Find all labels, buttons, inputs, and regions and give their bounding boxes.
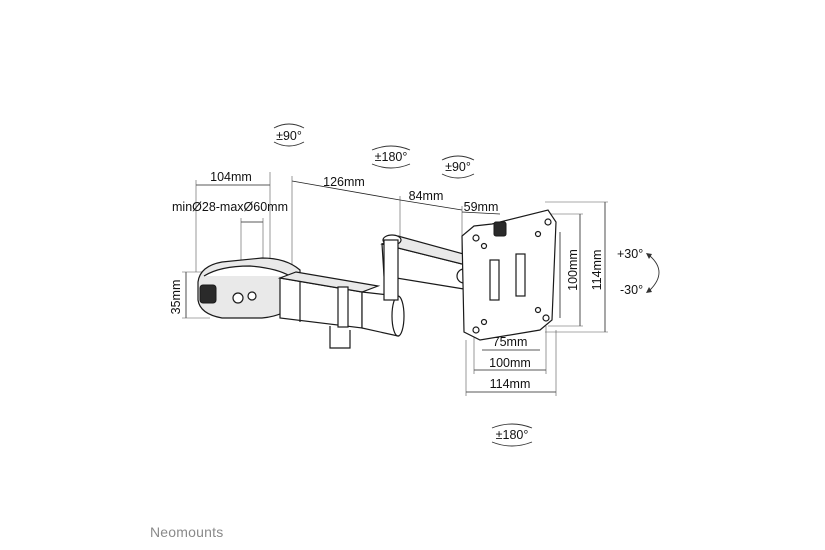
cable-clip <box>329 326 351 349</box>
pole-clamp <box>197 257 301 319</box>
clamp-range-label: minØ28-maxØ60mm <box>172 200 288 214</box>
rotation-arc-icon <box>371 145 411 151</box>
tilt-down-label: -30° <box>620 283 643 297</box>
tilt-arc-icon <box>649 255 660 291</box>
head-swivel-label: ±90° <box>445 160 471 174</box>
arm-segment-label: 84mm <box>409 189 444 203</box>
plate-114-w-label: 114mm <box>490 377 531 391</box>
arm2-pivot <box>383 239 399 301</box>
vesa-100-h-label: 100mm <box>566 249 580 291</box>
tilt-up-label: +30° <box>617 247 643 261</box>
clamp-swivel-indicator: ±90° <box>273 123 305 147</box>
arrow-head-icon <box>646 253 652 259</box>
plate-114-h-label: 114mm <box>590 250 604 291</box>
dim-line-arm-segment <box>399 199 463 211</box>
rotation-arc-icon <box>491 441 533 447</box>
vesa-hole <box>544 218 552 226</box>
vesa-hole <box>542 314 550 322</box>
rotation-arc-icon <box>371 163 411 169</box>
arrow-head-icon <box>646 287 652 293</box>
vesa-hole <box>480 318 488 326</box>
arm-swivel-indicator: ±180° <box>371 145 411 169</box>
arm-collar <box>337 286 349 328</box>
rotation-arc-icon <box>273 141 305 147</box>
dim-line-plate-offset <box>461 211 501 215</box>
head-swivel-indicator: ±90° <box>441 155 475 179</box>
vesa-100-w-label: 100mm <box>489 356 531 370</box>
arm-side-face <box>277 271 381 293</box>
plate-offset-label: 59mm <box>464 200 499 214</box>
clamp-jaw <box>203 265 291 277</box>
plate-slot <box>515 253 526 297</box>
clamp-width-label: 104mm <box>210 170 252 184</box>
first-arm <box>277 271 405 349</box>
vesa-hole <box>534 306 542 314</box>
clamp-swivel-label: ±90° <box>276 129 302 143</box>
rotation-arc-icon <box>441 173 475 179</box>
plate-screw <box>493 221 507 237</box>
plate-slot <box>489 259 500 301</box>
vesa-hole <box>480 242 488 250</box>
clamp-height-label: 35mm <box>169 280 183 315</box>
vesa-hole <box>472 234 480 242</box>
arm-swivel-label: ±180° <box>375 150 408 164</box>
clamp-bolt <box>247 291 257 301</box>
brand-logo: Neomounts <box>150 524 224 540</box>
dim-line-arm-length <box>291 180 401 201</box>
arm-length-label: 126mm <box>323 175 365 189</box>
arm-pivot <box>391 295 405 337</box>
vesa-hole <box>534 230 542 238</box>
rotation-arc-icon <box>273 123 305 129</box>
clamp-knob <box>199 284 217 304</box>
rotation-label: ±180° <box>496 428 529 442</box>
rotation-indicator: ±180° <box>491 423 533 447</box>
vesa-plate <box>461 209 557 341</box>
plate-body <box>461 209 557 341</box>
clamp-bolt <box>232 292 244 304</box>
rotation-arc-icon <box>441 155 475 161</box>
tilt-indicator: +30° -30° <box>617 247 660 297</box>
vesa-75-w-label: 75mm <box>493 335 528 349</box>
rotation-arc-icon <box>491 423 533 429</box>
vesa-hole <box>472 326 480 334</box>
